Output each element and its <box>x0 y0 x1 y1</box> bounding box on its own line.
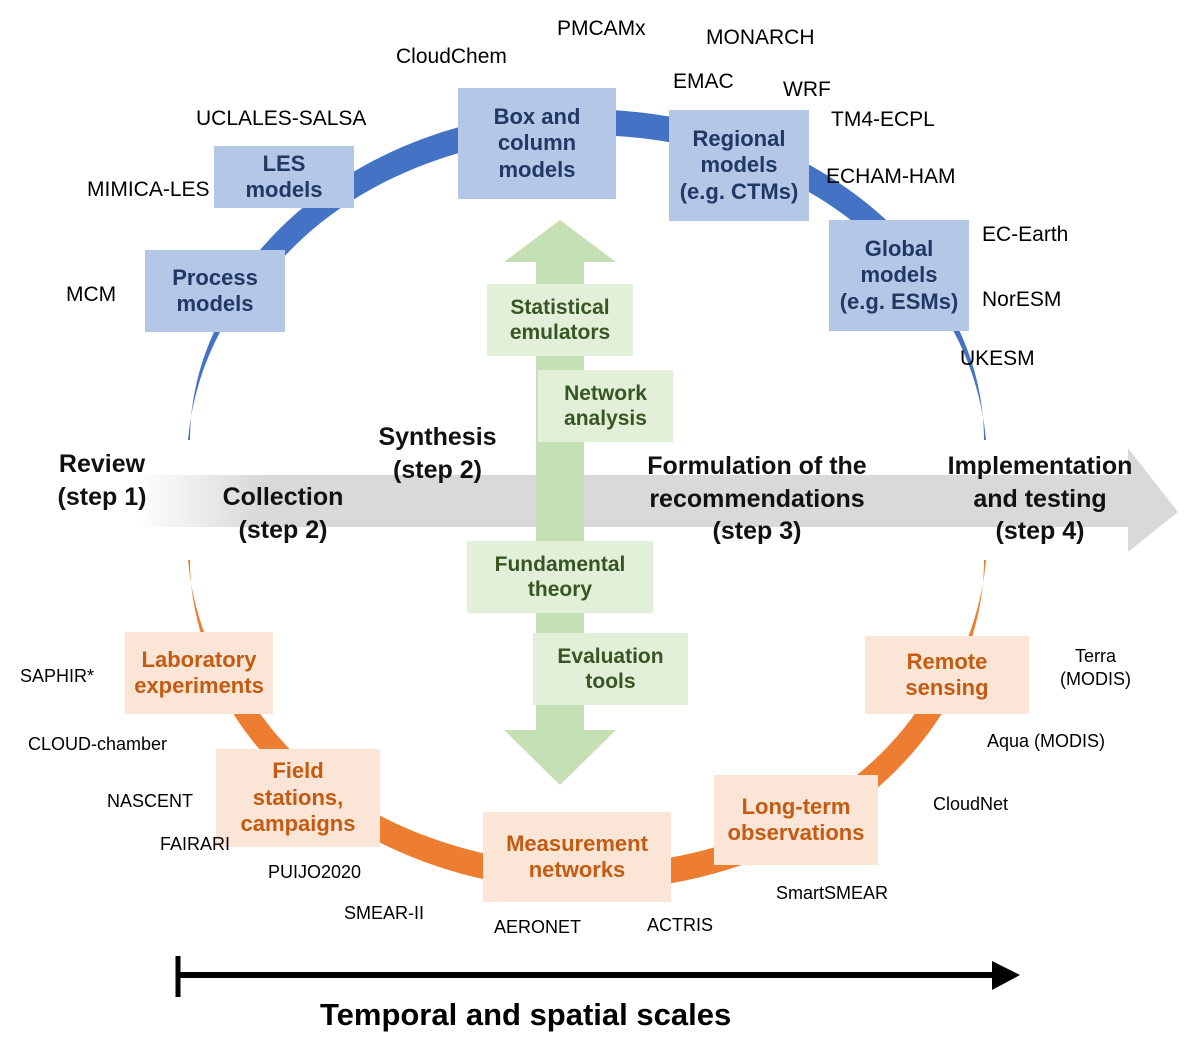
obs-name-cloud-chamber: CLOUD-chamber <box>28 734 168 754</box>
obs-name-aeronet: AERONET <box>494 917 582 937</box>
method-box-label: Network <box>564 381 647 405</box>
obs-name-puijo2020: PUIJO2020 <box>268 862 362 882</box>
step-formulation: Formulation of the recommendations (step 3… <box>612 450 902 548</box>
model-box-label: Box and <box>493 103 581 129</box>
step-review: Review (step 1) <box>42 448 162 513</box>
step-label: (step 3) <box>712 517 802 545</box>
step-label: Formulation of the <box>647 452 867 480</box>
model-box-label: models <box>176 291 254 316</box>
model-name-pmcamx: PMCAMx <box>557 17 646 40</box>
model-name-noresm: NorESM <box>982 288 1062 311</box>
step-label: Implementation <box>947 452 1133 480</box>
obs-box-label: Measurement <box>506 830 648 856</box>
process-arrow <box>135 448 1178 552</box>
model-box-label: LES <box>262 150 306 176</box>
obs-box-label: Field <box>272 758 324 784</box>
obs-name-line: (MODIS) <box>1060 668 1131 689</box>
model-name-mcm: MCM <box>66 283 117 306</box>
step-label: Review <box>58 450 146 478</box>
step-label: recommendations <box>649 484 865 513</box>
method-box-label: Fundamental <box>494 552 626 576</box>
obs-box-label: sensing <box>905 675 989 700</box>
obs-box-label: networks <box>528 857 626 882</box>
obs-name-smear-ii: SMEAR-II <box>344 903 425 923</box>
step-label: and testing <box>973 484 1107 513</box>
model-box-label: Regional <box>692 125 786 151</box>
scale-axis-label: Temporal and spatial scales <box>320 997 732 1032</box>
model-box-label: models <box>860 262 938 288</box>
method-box-label: theory <box>527 578 593 601</box>
method-box-label: Evaluation <box>557 644 664 668</box>
step-label: Synthesis <box>378 423 497 451</box>
model-box-label: (e.g. ESMs) <box>839 288 959 314</box>
method-box-label: tools <box>585 670 636 693</box>
step-label: (step 2) <box>238 515 328 544</box>
model-box-label: (e.g. CTMs) <box>679 178 799 204</box>
obs-box-label: campaigns <box>240 811 356 837</box>
obs-name-terra-modis: Terra(MODIS) <box>1060 645 1131 690</box>
model-name-wrf: WRF <box>783 78 831 101</box>
obs-name-aqua-modis: Aqua (MODIS) <box>987 731 1106 751</box>
model-box-label: models <box>700 152 778 178</box>
method-box-label: Statistical <box>510 295 610 319</box>
obs-name-cloudnet: CloudNet <box>933 794 1009 814</box>
step-implementation: Implementation and testing (step 4) <box>915 450 1165 548</box>
model-box-label: models <box>498 156 576 182</box>
step-label: (step 1) <box>57 482 147 511</box>
step-collection: Collection (step 2) <box>198 481 368 546</box>
step-label: (step 2) <box>393 455 482 484</box>
model-box-label: Global <box>864 235 934 261</box>
obs-name-smartsmear: SmartSMEAR <box>776 883 889 903</box>
obs-box-label: Long-term <box>741 793 851 819</box>
obs-name-line: Terra <box>1074 646 1116 666</box>
model-name-tm4-ecpl: TM4-ECPL <box>831 108 935 131</box>
method-box-label: analysis <box>564 407 647 430</box>
obs-name-actris: ACTRIS <box>647 915 714 935</box>
step-label: (step 4) <box>995 517 1085 545</box>
obs-box-label: Laboratory <box>141 646 257 672</box>
model-name-ukesm: UKESM <box>960 347 1035 370</box>
model-name-cloudchem: CloudChem <box>396 45 507 68</box>
model-name-echam-ham: ECHAM-HAM <box>826 165 956 188</box>
obs-box-label: stations, <box>252 784 344 810</box>
method-box-label: emulators <box>509 321 611 344</box>
scale-axis-arrowhead <box>992 961 1020 990</box>
model-name-emac: EMAC <box>673 70 734 93</box>
step-synthesis: Synthesis (step 2) <box>360 421 515 486</box>
obs-name-fairari: FAIRARI <box>160 834 231 854</box>
model-name-ec-earth: EC-Earth <box>982 223 1069 246</box>
model-box-label: column <box>497 130 577 156</box>
obs-name-nascent: NASCENT <box>107 791 194 811</box>
obs-box-label: observations <box>727 820 865 845</box>
obs-box-label: Remote <box>906 648 988 674</box>
model-name-mimica: MIMICA-LES <box>87 178 210 201</box>
model-name-monarch: MONARCH <box>706 26 815 49</box>
step-label: Collection <box>222 483 344 511</box>
model-box-label: models <box>245 177 323 202</box>
model-name-uclales: UCLALES-SALSA <box>196 107 367 130</box>
methods-double-arrow <box>504 220 616 785</box>
model-box-label: Process <box>172 264 258 290</box>
obs-box-label: experiments <box>134 673 264 698</box>
obs-name-saphir: SAPHIR* <box>20 666 95 686</box>
